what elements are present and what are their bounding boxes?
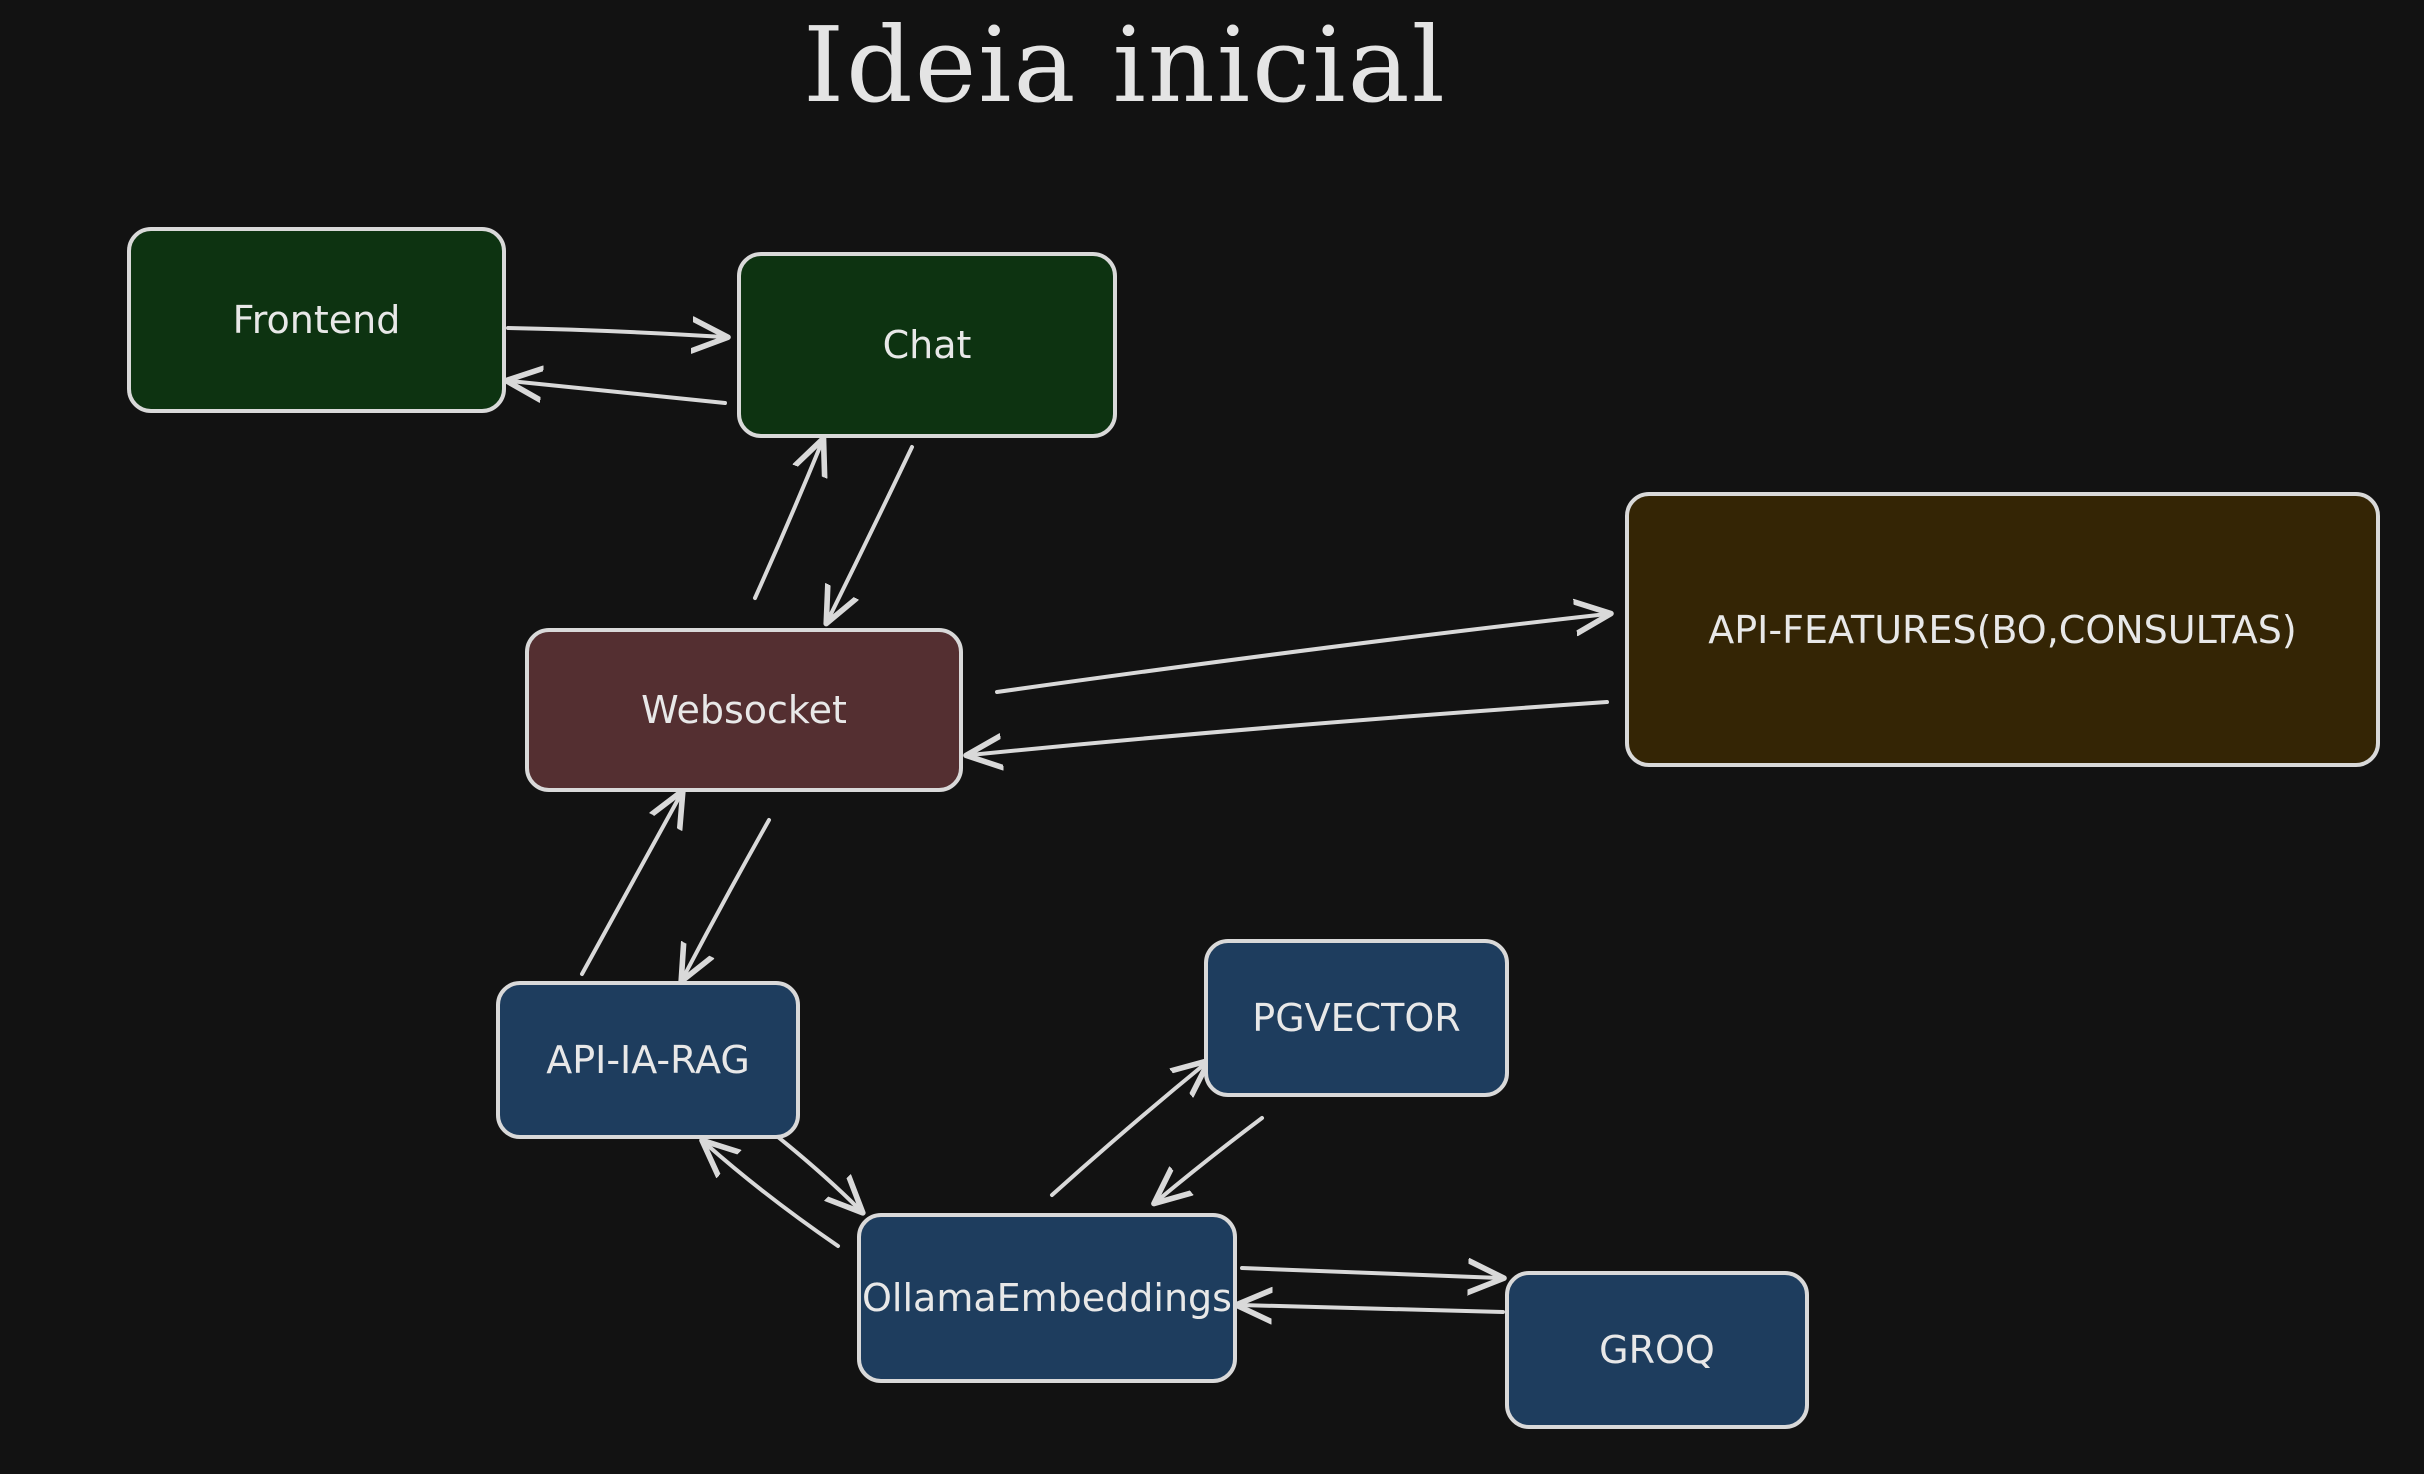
node-groq[interactable]: GROQ [1505, 1271, 1809, 1429]
node-api-features[interactable]: API-FEATURES(BO,CONSULTAS) [1625, 492, 2380, 767]
edge-chat-to-websocket [828, 445, 914, 620]
node-groq-label: GROQ [1599, 1328, 1715, 1372]
edge-pgvector-to-ollama [1157, 1116, 1264, 1201]
node-websocket[interactable]: Websocket [525, 628, 963, 792]
node-websocket-label: Websocket [641, 688, 847, 732]
edge-ollama-to-groq [1240, 1268, 1500, 1278]
node-ollama-embeddings-label: OllamaEmbeddings [862, 1276, 1232, 1320]
node-pgvector-label: PGVECTOR [1252, 996, 1461, 1040]
edge-chat-to-frontend [510, 381, 727, 405]
edge-ollama-to-pgvector [1050, 1063, 1206, 1197]
edge-groq-to-ollama [1240, 1305, 1505, 1312]
node-pgvector[interactable]: PGVECTOR [1204, 939, 1509, 1097]
edge-ollama-to-api-ia-rag [705, 1143, 840, 1248]
node-frontend[interactable]: Frontend [127, 227, 506, 413]
node-frontend-label: Frontend [232, 298, 401, 342]
node-chat-label: Chat [882, 323, 972, 367]
edge-websocket-to-api-ia-rag [683, 818, 771, 978]
node-api-ia-rag[interactable]: API-IA-RAG [496, 981, 800, 1139]
node-api-ia-rag-label: API-IA-RAG [546, 1038, 750, 1082]
edge-frontend-to-chat [506, 328, 724, 337]
edge-api-ia-rag-to-websocket [580, 794, 681, 976]
diagram-title: Ideia inicial [803, 4, 1447, 126]
node-chat[interactable]: Chat [737, 252, 1117, 438]
node-ollama-embeddings[interactable]: OllamaEmbeddings [857, 1213, 1237, 1383]
node-api-features-label: API-FEATURES(BO,CONSULTAS) [1708, 607, 2297, 652]
edge-websocket-to-chat [753, 442, 822, 600]
edge-api-features-to-websocket [970, 700, 1609, 755]
edge-api-ia-rag-to-ollama [776, 1135, 860, 1210]
edge-websocket-to-api-features [995, 614, 1607, 694]
